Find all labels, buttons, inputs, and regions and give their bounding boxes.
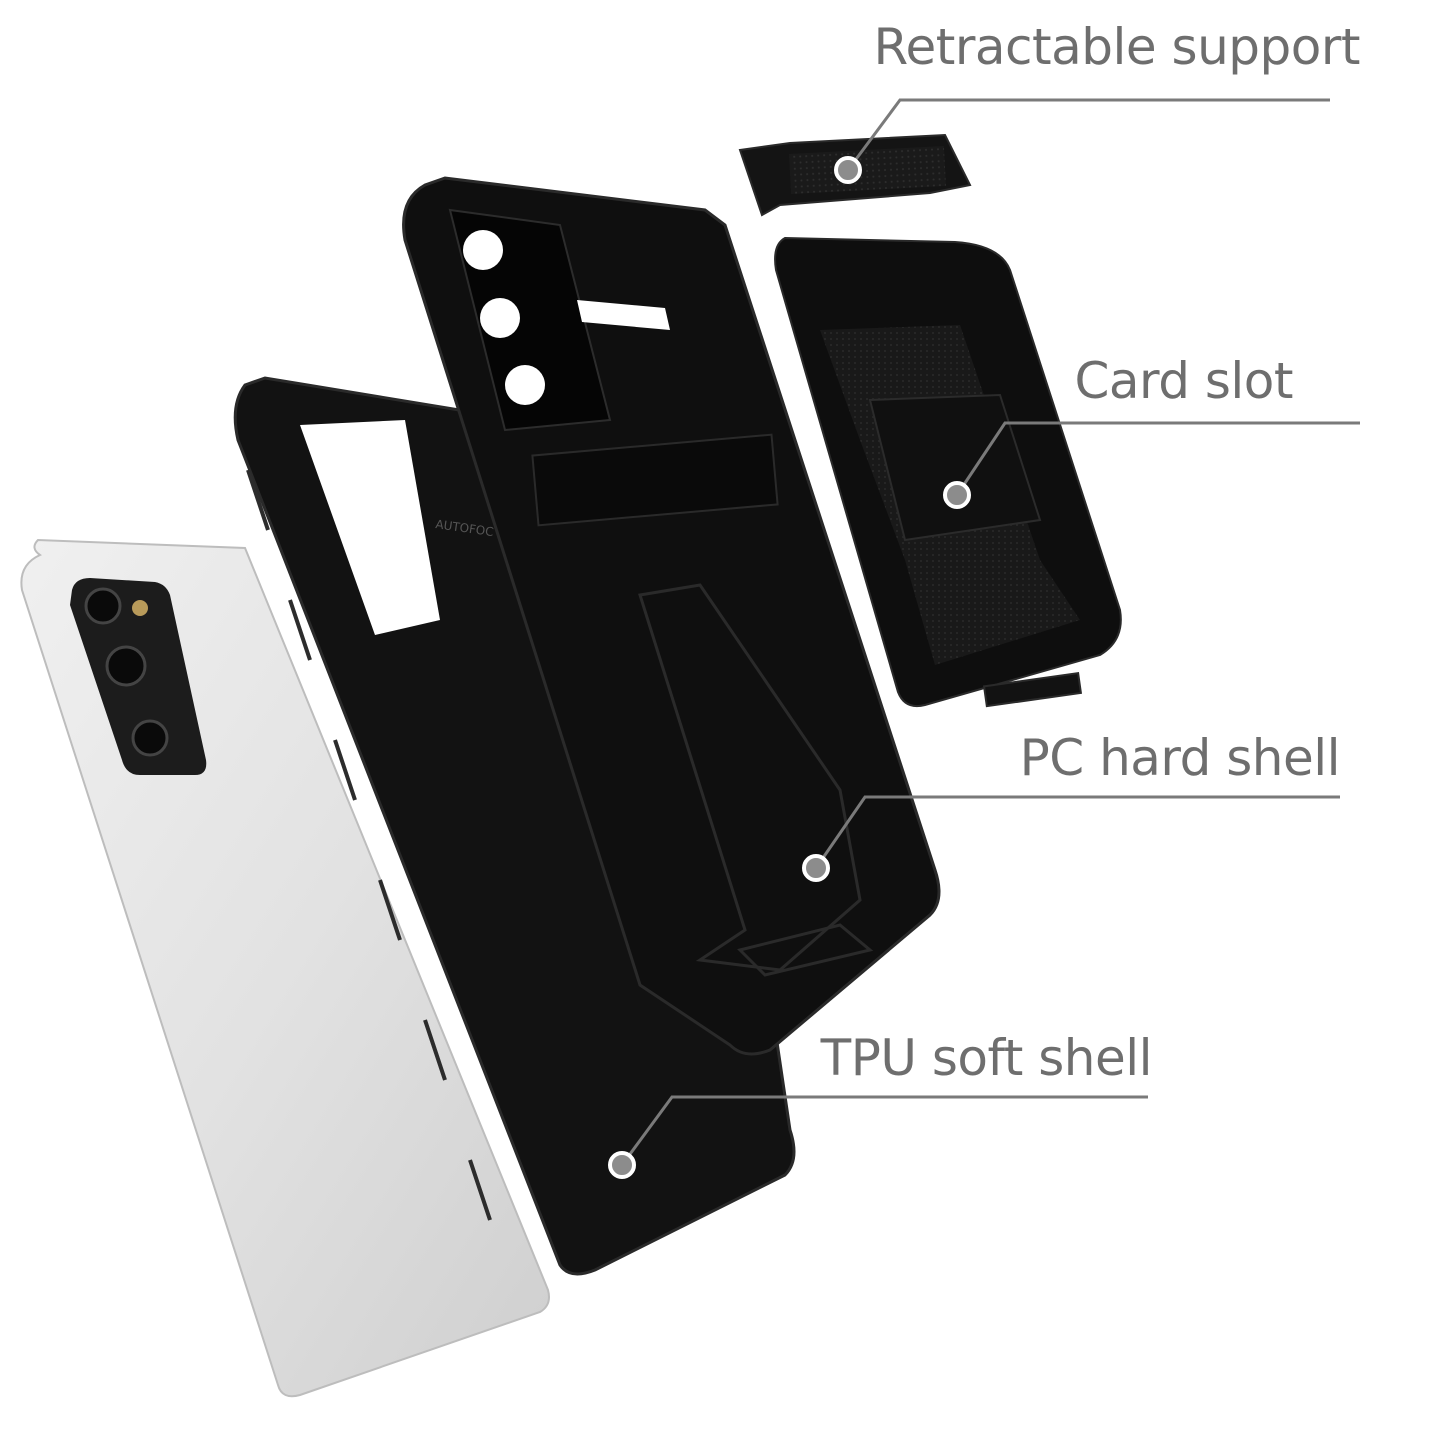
kickstand — [531, 433, 779, 527]
leader-lines — [620, 98, 1360, 1166]
leader-line-card — [955, 421, 1360, 496]
callout-retractable-support: Retractable support — [873, 18, 1360, 76]
tpu-camera-cutout — [300, 420, 440, 635]
callout-dots — [608, 156, 971, 1179]
phone — [20, 538, 550, 1398]
pc-lens-cutout — [480, 298, 520, 338]
callout-tpu-soft-shell: TPU soft shell — [820, 1029, 1153, 1087]
callout-card-slot: Card slot — [1074, 352, 1294, 410]
camera-module — [70, 578, 207, 775]
pc-lens-cutout — [505, 365, 545, 405]
tpu-soft-shell: AUTOFOC — [233, 376, 796, 1276]
callout-dot-icon — [608, 1151, 636, 1179]
camera-lens-icon — [131, 719, 169, 757]
camera-lens-icon — [105, 645, 147, 687]
pc-slot-cutout — [577, 300, 670, 330]
camera-lens-icon — [84, 587, 122, 625]
leader-line-tpu — [620, 1095, 1148, 1166]
pc-lens-cutout — [463, 230, 503, 270]
callout-dot-icon — [943, 481, 971, 509]
leader-line-retractable — [846, 98, 1330, 171]
callout-dot-icon — [834, 156, 862, 184]
leader-line-pc — [814, 795, 1340, 869]
pc-card-panel-ridge — [638, 583, 862, 972]
pc-hard-shell — [402, 176, 941, 1056]
flash-icon — [132, 600, 148, 616]
tpu-side-grips — [246, 469, 492, 1221]
callout-pc-hard-shell: PC hard shell — [1019, 729, 1341, 787]
callout-dot-icon — [802, 854, 830, 882]
